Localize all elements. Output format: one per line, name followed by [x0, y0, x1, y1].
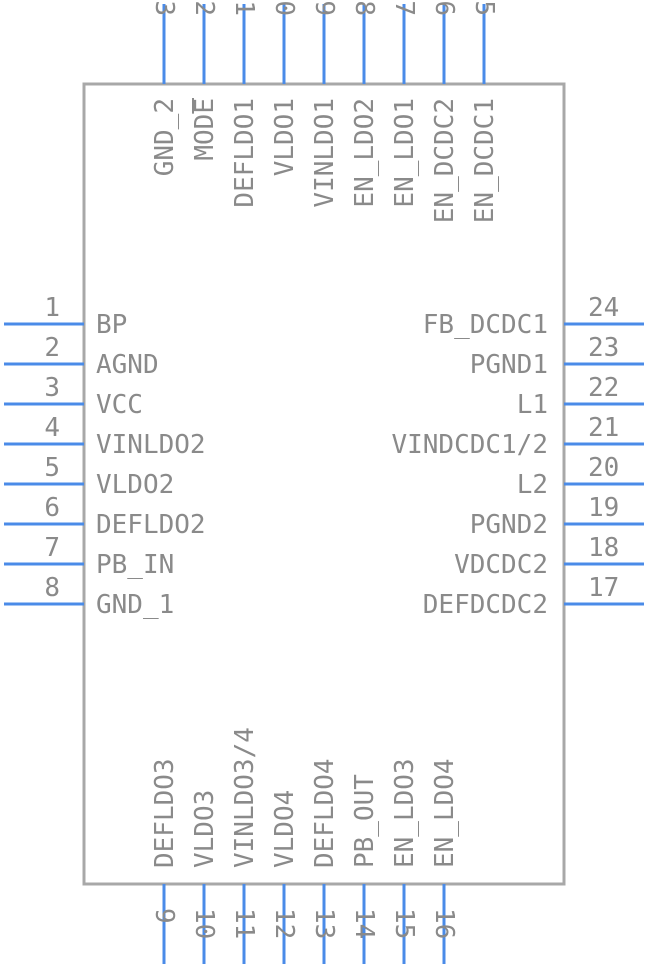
pin-number-8: 8 — [44, 573, 60, 603]
pin-label-1: BP — [96, 310, 127, 340]
pin-label-8: GND_1 — [96, 590, 174, 620]
pin-label-24: FB_DCDC1 — [423, 310, 548, 340]
pin-number-28: 28 — [349, 0, 379, 16]
pin-label-28: EN_LDO2 — [350, 98, 380, 208]
pin-label-16: EN_LDO4 — [430, 758, 460, 868]
pin-number-2: 2 — [44, 333, 60, 363]
pin-number-20: 20 — [588, 453, 619, 483]
pin-number-7: 7 — [44, 533, 60, 563]
pin-number-32: 32 — [189, 0, 219, 16]
pin-number-5: 5 — [44, 453, 60, 483]
pin-label-33: GND_2 — [150, 98, 180, 176]
pin-label-11: VINLDO3/4 — [230, 727, 260, 868]
pin-number-26: 26 — [429, 0, 459, 16]
pin-label-2: AGND — [96, 350, 159, 380]
pin-label-9: DEFLDO3 — [150, 758, 180, 868]
pin-number-1: 1 — [44, 293, 60, 323]
pin-label-12: VLDO4 — [270, 790, 300, 868]
pin-label-20: L2 — [517, 470, 548, 500]
pin-label-25: EN_DCDC1 — [470, 98, 500, 223]
pin-label-29: VINLDO1 — [310, 98, 340, 208]
pin-number-11: 11 — [229, 908, 259, 939]
pin-label-14: PB_OUT — [350, 774, 380, 868]
pin-number-15: 15 — [389, 908, 419, 939]
pin-number-13: 13 — [309, 908, 339, 939]
pin-label-6: DEFLDO2 — [96, 510, 206, 540]
pin-number-3: 3 — [44, 373, 60, 403]
pin-number-31: 31 — [229, 0, 259, 16]
pin-number-12: 12 — [269, 908, 299, 939]
pin-number-10: 10 — [189, 908, 219, 939]
pin-label-15: EN_LDO3 — [390, 758, 420, 868]
pin-label-22: L1 — [517, 390, 548, 420]
pin-label-21: VINDCDC1/2 — [391, 430, 548, 460]
ic-body — [82, 82, 566, 886]
pin-number-14: 14 — [349, 908, 379, 939]
pin-label-18: VDCDC2 — [454, 550, 548, 580]
pin-number-29: 29 — [309, 0, 339, 16]
pin-label-17: DEFDCDC2 — [423, 590, 548, 620]
pin-number-18: 18 — [588, 533, 619, 563]
pin-label-3: VCC — [96, 390, 143, 420]
pin-number-17: 17 — [588, 573, 619, 603]
pin-number-33: 33 — [149, 0, 179, 16]
pin-label-13: DEFLDO4 — [310, 758, 340, 868]
pin-label-27: EN_LDO1 — [390, 98, 420, 208]
pin-label-10: VLDO3 — [190, 790, 220, 868]
pin-label-23: PGND1 — [470, 350, 548, 380]
pin-label-31: DEFLDO1 — [230, 98, 260, 208]
pin-label-4: VINLDO2 — [96, 430, 206, 460]
pin-number-4: 4 — [44, 413, 60, 443]
pin-label-32: MODE — [190, 98, 220, 161]
pin-number-25: 25 — [469, 0, 499, 16]
pin-number-30: 30 — [269, 0, 299, 16]
pin-number-16: 16 — [429, 908, 459, 939]
pin-number-9: 9 — [149, 908, 179, 924]
pin-number-19: 19 — [588, 493, 619, 523]
pin-number-22: 22 — [588, 373, 619, 403]
pin-number-24: 24 — [588, 293, 619, 323]
pin-number-21: 21 — [588, 413, 619, 443]
pin-label-5: VLDO2 — [96, 470, 174, 500]
pin-label-30: VLDO1 — [270, 98, 300, 176]
pin-label-26: EN_DCDC2 — [430, 98, 460, 223]
pin-number-27: 27 — [389, 0, 419, 16]
pin-label-19: PGND2 — [470, 510, 548, 540]
pin-number-6: 6 — [44, 493, 60, 523]
pin-label-7: PB_IN — [96, 550, 174, 580]
pin-number-23: 23 — [588, 333, 619, 363]
